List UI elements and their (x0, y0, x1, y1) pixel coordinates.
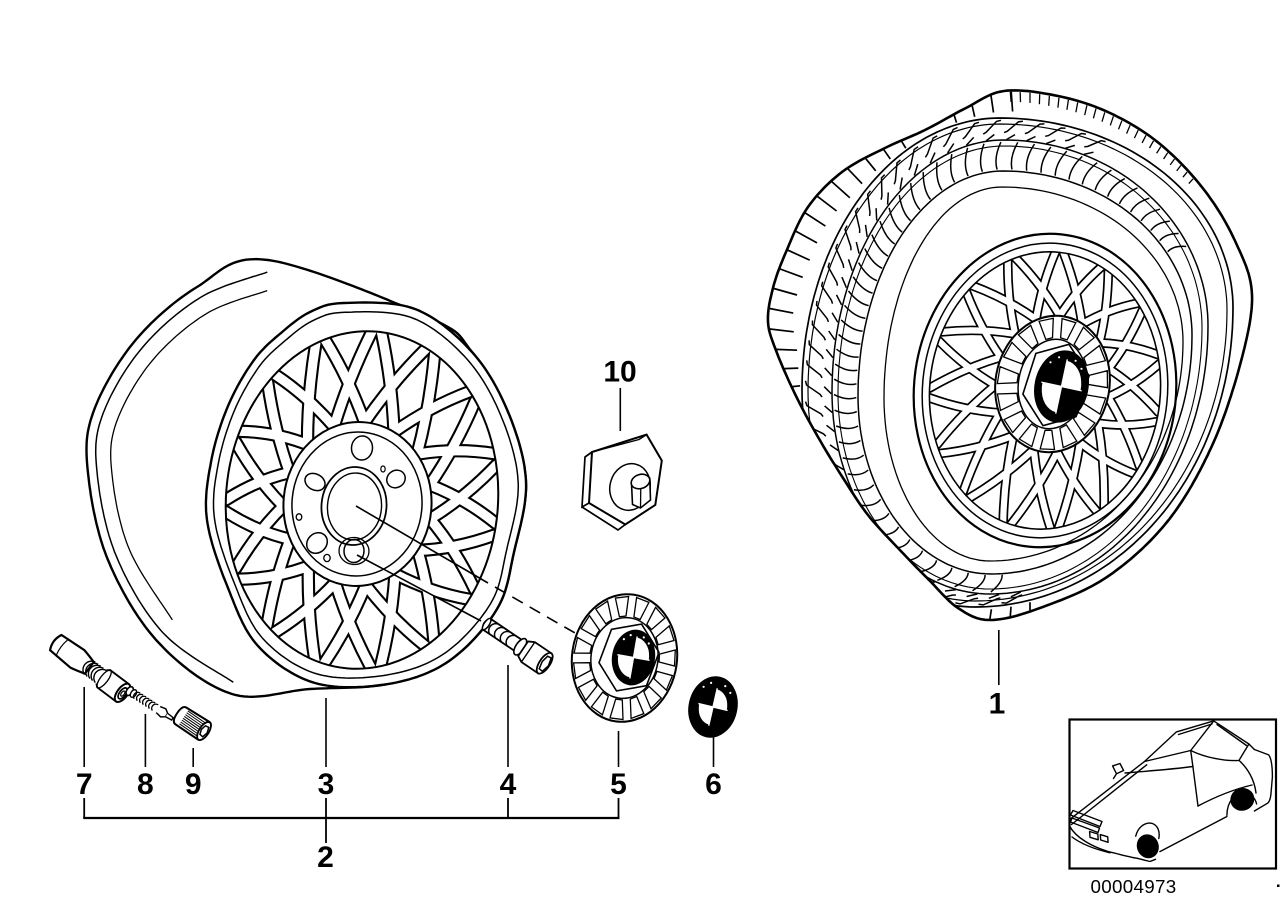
svg-text:3: 3 (318, 768, 335, 801)
svg-text:6: 6 (705, 768, 722, 801)
svg-text:10: 10 (603, 356, 636, 389)
svg-text:9: 9 (185, 768, 202, 801)
svg-text:2: 2 (317, 841, 334, 874)
svg-text:00004973: 00004973 (1091, 876, 1177, 897)
svg-text:8: 8 (137, 768, 154, 801)
svg-text:7: 7 (76, 768, 93, 801)
svg-text:1: 1 (989, 688, 1006, 721)
svg-text:5: 5 (610, 768, 627, 801)
svg-text:4: 4 (500, 768, 517, 801)
